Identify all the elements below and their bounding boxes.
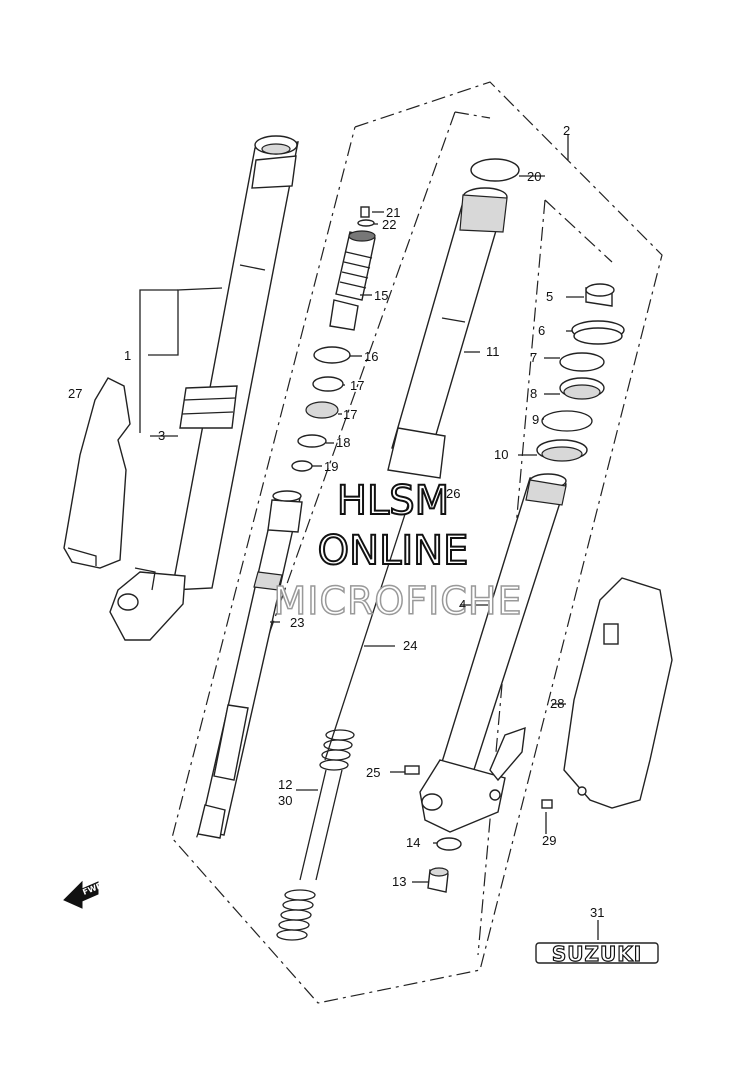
- leader-lines: [139, 135, 599, 940]
- callout-23: 23: [290, 615, 304, 630]
- callout-8: 8: [530, 386, 537, 401]
- callout-17a: 17: [350, 378, 364, 393]
- callout-31: 31: [590, 905, 604, 920]
- callout-22: 22: [382, 217, 396, 232]
- callout-10: 10: [494, 447, 508, 462]
- emblem-text: SUZUKI: [552, 942, 642, 966]
- watermark-line-3: MICROFICHE: [273, 579, 522, 623]
- callout-2: 2: [563, 123, 570, 138]
- callout-4: 4: [459, 597, 466, 612]
- outer-tube-assembly-1: [109, 135, 299, 641]
- inner-tube-11: [387, 187, 508, 479]
- small-rings: [291, 346, 351, 472]
- rod-24: [324, 504, 409, 761]
- cartridge-23: [197, 490, 303, 839]
- callout-12: 12: [278, 777, 292, 792]
- callout-25: 25: [366, 765, 380, 780]
- spring-12-30: [276, 729, 355, 941]
- callout-28: 28: [550, 696, 564, 711]
- fork-guard-28: [541, 577, 673, 809]
- callout-3: 3: [158, 428, 165, 443]
- damper-rod-15: [329, 206, 376, 331]
- callout-9: 9: [532, 412, 539, 427]
- callout-30: 30: [278, 793, 292, 808]
- callout-16: 16: [364, 349, 378, 364]
- small-fittings: [404, 765, 462, 893]
- callout-7: 7: [530, 350, 537, 365]
- o-ring-20: [470, 158, 520, 182]
- callout-18: 18: [336, 435, 350, 450]
- watermark: HLSM ONLINE MICROFICHE: [273, 477, 523, 624]
- callout-11: 11: [486, 344, 500, 359]
- callout-26: 26: [446, 486, 460, 501]
- callout-21: 21: [386, 205, 400, 220]
- callout-1: 1: [124, 348, 131, 363]
- callout-5: 5: [546, 289, 553, 304]
- watermark-line-1: HLSM: [337, 478, 449, 524]
- seal-stack: [536, 283, 625, 462]
- callout-labels: 1 2 3 4 5 6 7 8 9 10 11 12 30 13 14 15 1…: [68, 123, 604, 920]
- callout-17b: 17: [343, 407, 357, 422]
- callout-19: 19: [324, 459, 338, 474]
- fork-guard-27: [63, 377, 131, 569]
- callout-29: 29: [542, 833, 556, 848]
- fwd-arrow-icon: FWD: [63, 881, 104, 909]
- callout-20: 20: [527, 169, 541, 184]
- callout-14: 14: [406, 835, 420, 850]
- suzuki-emblem-31: SUZUKI: [535, 941, 659, 967]
- callout-27: 27: [68, 386, 82, 401]
- inner-tube-4: [419, 473, 567, 833]
- callout-13: 13: [392, 874, 406, 889]
- callout-6: 6: [538, 323, 545, 338]
- callout-24: 24: [403, 638, 417, 653]
- watermark-line-2: ONLINE: [318, 528, 469, 574]
- callout-15: 15: [374, 288, 388, 303]
